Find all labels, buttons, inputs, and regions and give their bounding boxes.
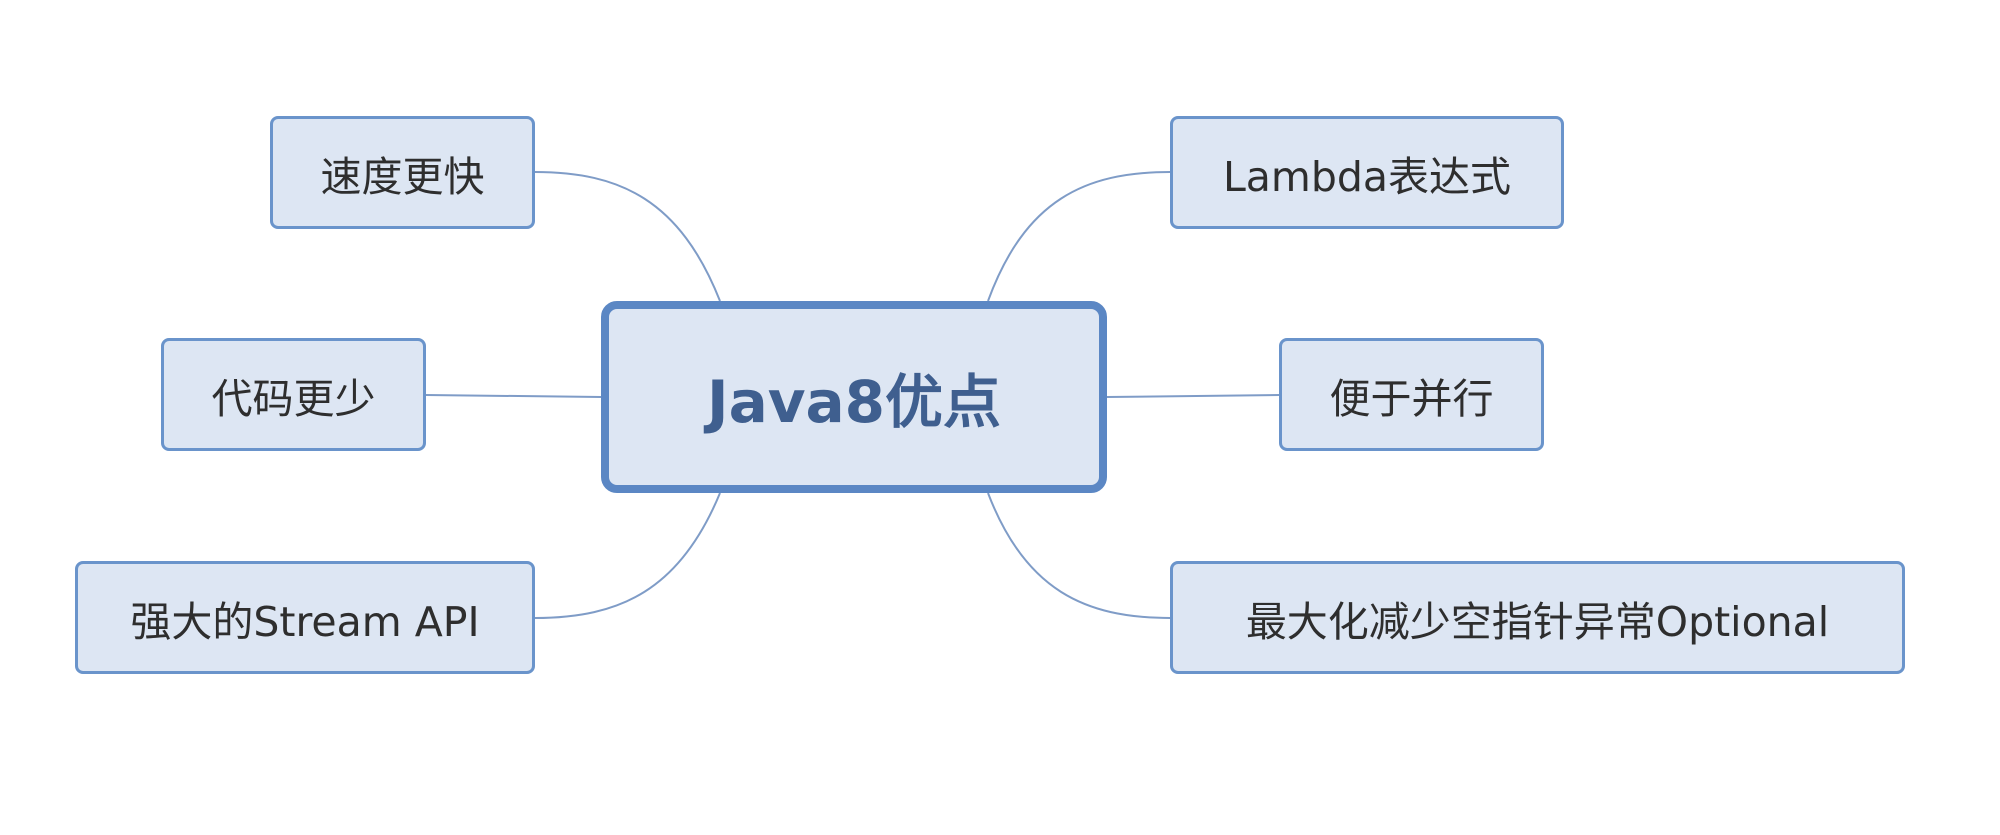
connector-lambda	[987, 171, 1171, 302]
topic-label-code: 代码更少	[211, 374, 376, 423]
topic-node-speed: 速度更快	[270, 116, 535, 229]
topic-label-optional: 最大化减少空指针异常Optional	[1245, 597, 1830, 646]
topic-label-stream: 强大的Stream API	[130, 597, 480, 646]
topic-node-code: 代码更少	[161, 338, 426, 451]
connector-stream	[534, 492, 721, 619]
topic-node-optional: 最大化减少空指针异常Optional	[1170, 561, 1905, 674]
central-topic-label: Java8优点	[706, 368, 1002, 436]
connector-code	[425, 394, 602, 398]
topic-label-parallel: 便于并行	[1329, 374, 1494, 423]
topic-label-lambda: Lambda表达式	[1222, 152, 1512, 201]
topic-node-lambda: Lambda表达式	[1170, 116, 1564, 229]
connector-speed	[534, 171, 721, 302]
connector-optional	[987, 492, 1171, 619]
topic-label-speed: 速度更快	[320, 152, 485, 201]
topic-node-parallel: 便于并行	[1279, 338, 1544, 451]
connector-parallel	[1106, 394, 1280, 398]
central-topic-node: Java8优点	[601, 301, 1107, 493]
topic-node-stream: 强大的Stream API	[75, 561, 535, 674]
